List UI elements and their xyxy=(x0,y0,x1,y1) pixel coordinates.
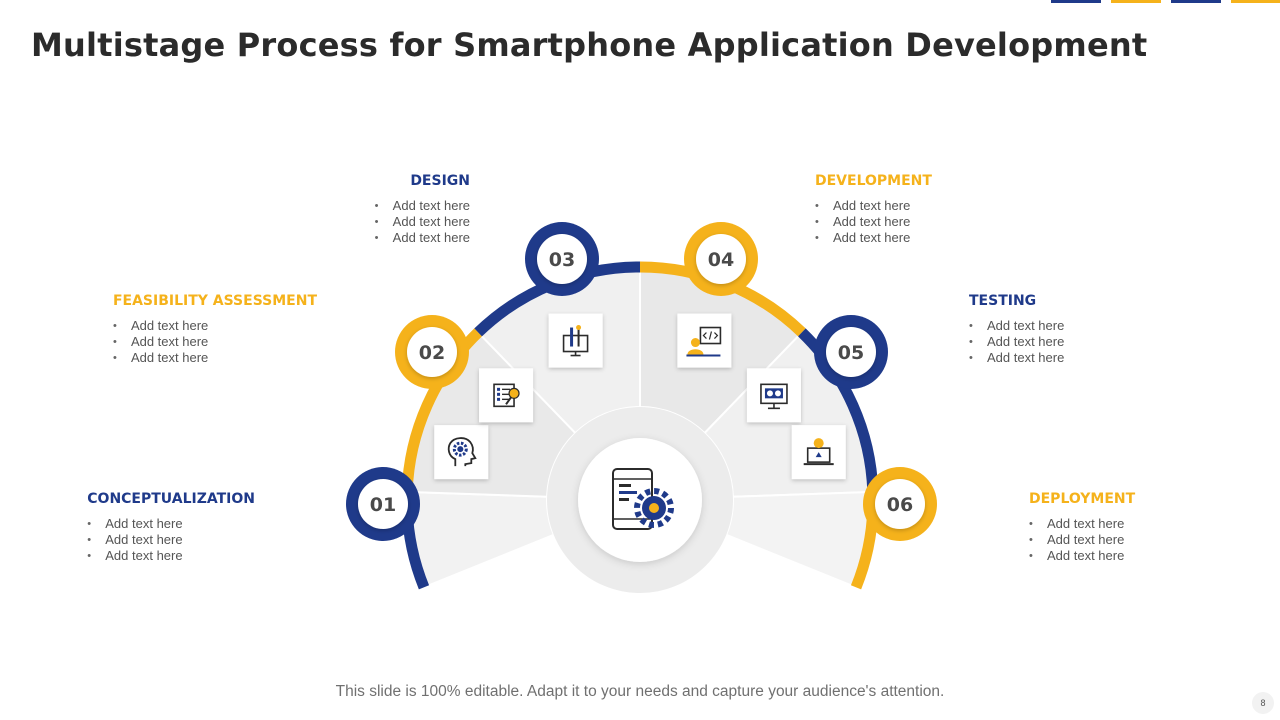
bullet-item: Add text here xyxy=(375,198,470,214)
badge-inner xyxy=(875,479,925,529)
step-number: 03 xyxy=(549,249,575,271)
stage-title: FEASIBILITY ASSESSMENT xyxy=(112,293,317,309)
bullet-item: Add text here xyxy=(87,516,255,532)
bullet-item: Add text here xyxy=(969,334,1064,350)
stage-bullets: Add text hereAdd text hereAdd text here xyxy=(1029,516,1135,564)
badge-inner xyxy=(696,234,746,284)
bullet-item: Add text here xyxy=(113,318,317,334)
laptop-deploy-icon xyxy=(791,425,846,480)
fan-segment-01 xyxy=(409,490,556,588)
step-number: 04 xyxy=(708,249,734,271)
bullet-item: Add text here xyxy=(87,532,255,548)
step-badges: 01 02 03 04 05 06 xyxy=(346,222,937,541)
bullet-item: Add text here xyxy=(113,350,317,366)
badge-inner xyxy=(358,479,408,529)
checklist-icon xyxy=(479,368,534,423)
stage-title: TESTING xyxy=(969,293,1037,309)
bullet-item: Add text here xyxy=(87,548,255,564)
bullet-item: Add text here xyxy=(815,198,932,214)
smartphone-gear-icon xyxy=(612,468,674,530)
accent-bar xyxy=(1111,0,1161,3)
badge-inner xyxy=(826,327,876,377)
step-badge-06: 06 xyxy=(863,467,937,541)
center-hub xyxy=(547,407,733,593)
stage-bullets: Add text hereAdd text hereAdd text here xyxy=(113,318,317,366)
step-number: 02 xyxy=(419,342,445,364)
step-number: 06 xyxy=(887,494,913,516)
step-number: 01 xyxy=(370,494,396,516)
bullet-item: Add text here xyxy=(113,334,317,350)
stage-05-text: TESTINGAdd text hereAdd text hereAdd tex… xyxy=(969,293,1064,366)
bullet-item: Add text here xyxy=(1029,532,1135,548)
accent-bar xyxy=(1051,0,1101,3)
stage-title: DEPLOYMENT xyxy=(1029,491,1136,507)
accent-bar xyxy=(1171,0,1221,3)
bullet-item: Add text here xyxy=(969,318,1064,334)
stage-bullets: Add text hereAdd text hereAdd text here xyxy=(87,516,255,564)
design-tools-icon xyxy=(548,313,603,368)
page-title: Multistage Process for Smartphone Applic… xyxy=(31,26,1148,64)
step-badge-05: 05 xyxy=(814,315,888,389)
step-badge-01: 01 xyxy=(346,467,420,541)
bullet-item: Add text here xyxy=(375,214,470,230)
page-number: 8 xyxy=(1252,692,1274,714)
step-badge-03: 03 xyxy=(525,222,599,296)
stage-04-text: DEVELOPMENTAdd text hereAdd text hereAdd… xyxy=(815,173,932,246)
bullet-item: Add text here xyxy=(815,230,932,246)
bullet-item: Add text here xyxy=(969,350,1064,366)
developer-icon xyxy=(677,313,732,368)
accent-bar xyxy=(1231,0,1280,3)
stage-bullets: Add text hereAdd text hereAdd text here xyxy=(375,198,470,246)
testing-monitor-icon xyxy=(746,368,801,423)
stage-01-text: CONCEPTUALIZATIONAdd text hereAdd text h… xyxy=(87,491,255,564)
badge-inner xyxy=(407,327,457,377)
stage-bullets: Add text hereAdd text hereAdd text here xyxy=(969,318,1064,366)
step-number: 05 xyxy=(838,342,864,364)
head-gear-icon xyxy=(434,425,489,480)
bullet-item: Add text here xyxy=(375,230,470,246)
stage-title: DESIGN xyxy=(410,173,470,189)
footer-note: This slide is 100% editable. Adapt it to… xyxy=(335,683,945,700)
step-badge-02: 02 xyxy=(395,315,469,389)
stage-bullets: Add text hereAdd text hereAdd text here xyxy=(815,198,932,246)
bullet-item: Add text here xyxy=(1029,548,1135,564)
icon-tile xyxy=(434,425,489,480)
bullet-item: Add text here xyxy=(815,214,932,230)
stage-06-text: DEPLOYMENTAdd text hereAdd text hereAdd … xyxy=(1029,491,1135,564)
segment-icons xyxy=(434,313,846,480)
fan-segment-06 xyxy=(724,490,871,588)
stage-title: CONCEPTUALIZATION xyxy=(87,491,255,507)
bullet-item: Add text here xyxy=(1029,516,1135,532)
stage-02-text: FEASIBILITY ASSESSMENTAdd text hereAdd t… xyxy=(113,293,317,366)
stage-title: DEVELOPMENT xyxy=(815,173,932,189)
step-badge-04: 04 xyxy=(684,222,758,296)
stage-03-text: DESIGNAdd text hereAdd text hereAdd text… xyxy=(375,173,470,246)
badge-inner xyxy=(537,234,587,284)
